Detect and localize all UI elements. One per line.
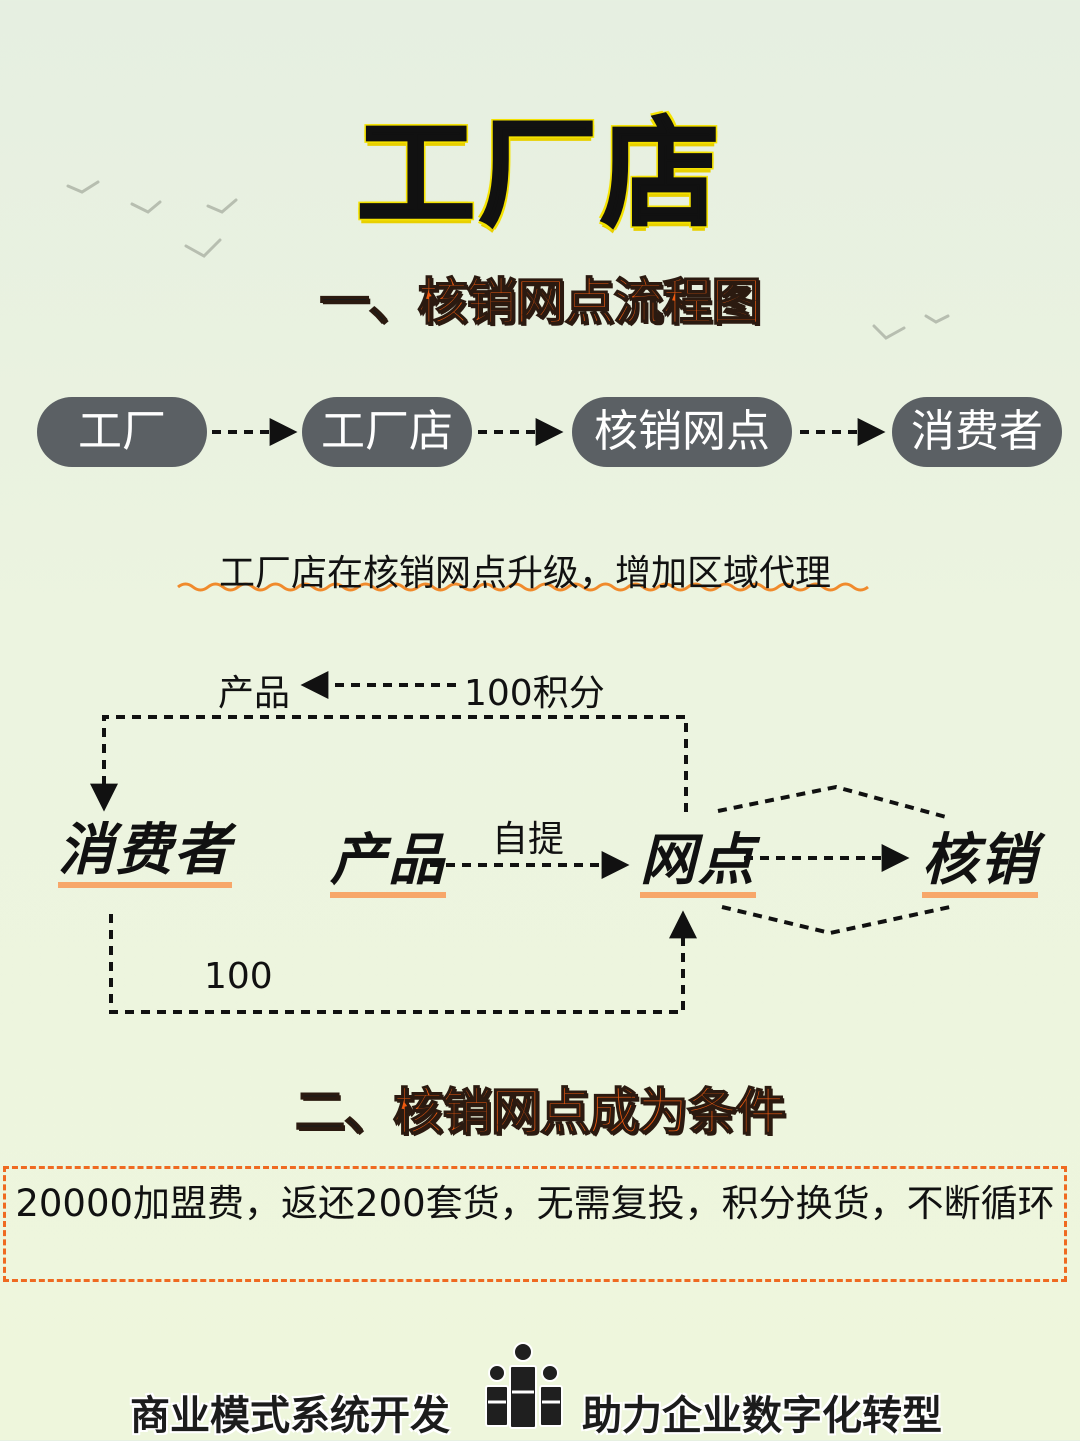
footer-left-text: 商业模式系统开发 <box>130 1393 450 1439</box>
top-points-label: 100积分 <box>464 673 605 714</box>
section-1-heading: 一、核销网点流程图 <box>0 262 1080 334</box>
upgrade-note: 工厂店在核销网点升级，增加区域代理 <box>218 553 831 594</box>
section-2-heading: 二、核销网点成为条件 <box>0 1072 1080 1144</box>
conditions-box <box>3 1166 1067 1282</box>
footer-right-text: 助力企业数字化转型 <box>582 1393 942 1439</box>
flow-step-outlet: 核销网点 <box>572 397 792 467</box>
bottom-loop-arrow <box>109 910 697 1014</box>
node-verify: 核销 <box>922 830 1038 898</box>
top-loop-arrow <box>90 715 688 812</box>
pickup-label: 自提 <box>492 819 565 860</box>
node-consumer: 消费者 <box>58 820 232 888</box>
lower-hex-edge <box>721 905 951 936</box>
section-2-title: 核销网点成为条件 <box>392 1082 787 1142</box>
page-title: 工厂店 <box>355 104 723 245</box>
section-2-prefix: 二、 <box>294 1082 395 1142</box>
flow-step-consumer: 消费者 <box>892 397 1062 467</box>
node-outlet: 网点 <box>640 830 756 898</box>
section-1-prefix: 一、 <box>319 272 420 332</box>
top-product-label: 产品 <box>218 673 291 714</box>
flow-step-factory-store: 工厂店 <box>302 397 472 467</box>
conditions-text: 20000加盟费，返还200套货，无需复投，积分换货，不断循环 <box>15 1182 1055 1225</box>
bottom-amount-label: 100 <box>204 956 273 997</box>
node-product: 产品 <box>330 830 446 898</box>
upper-hex-edge <box>717 784 947 819</box>
note-wavy-underline <box>177 582 869 592</box>
section-1-title: 核销网点流程图 <box>417 272 763 332</box>
flow-step-factory: 工厂 <box>37 397 207 467</box>
